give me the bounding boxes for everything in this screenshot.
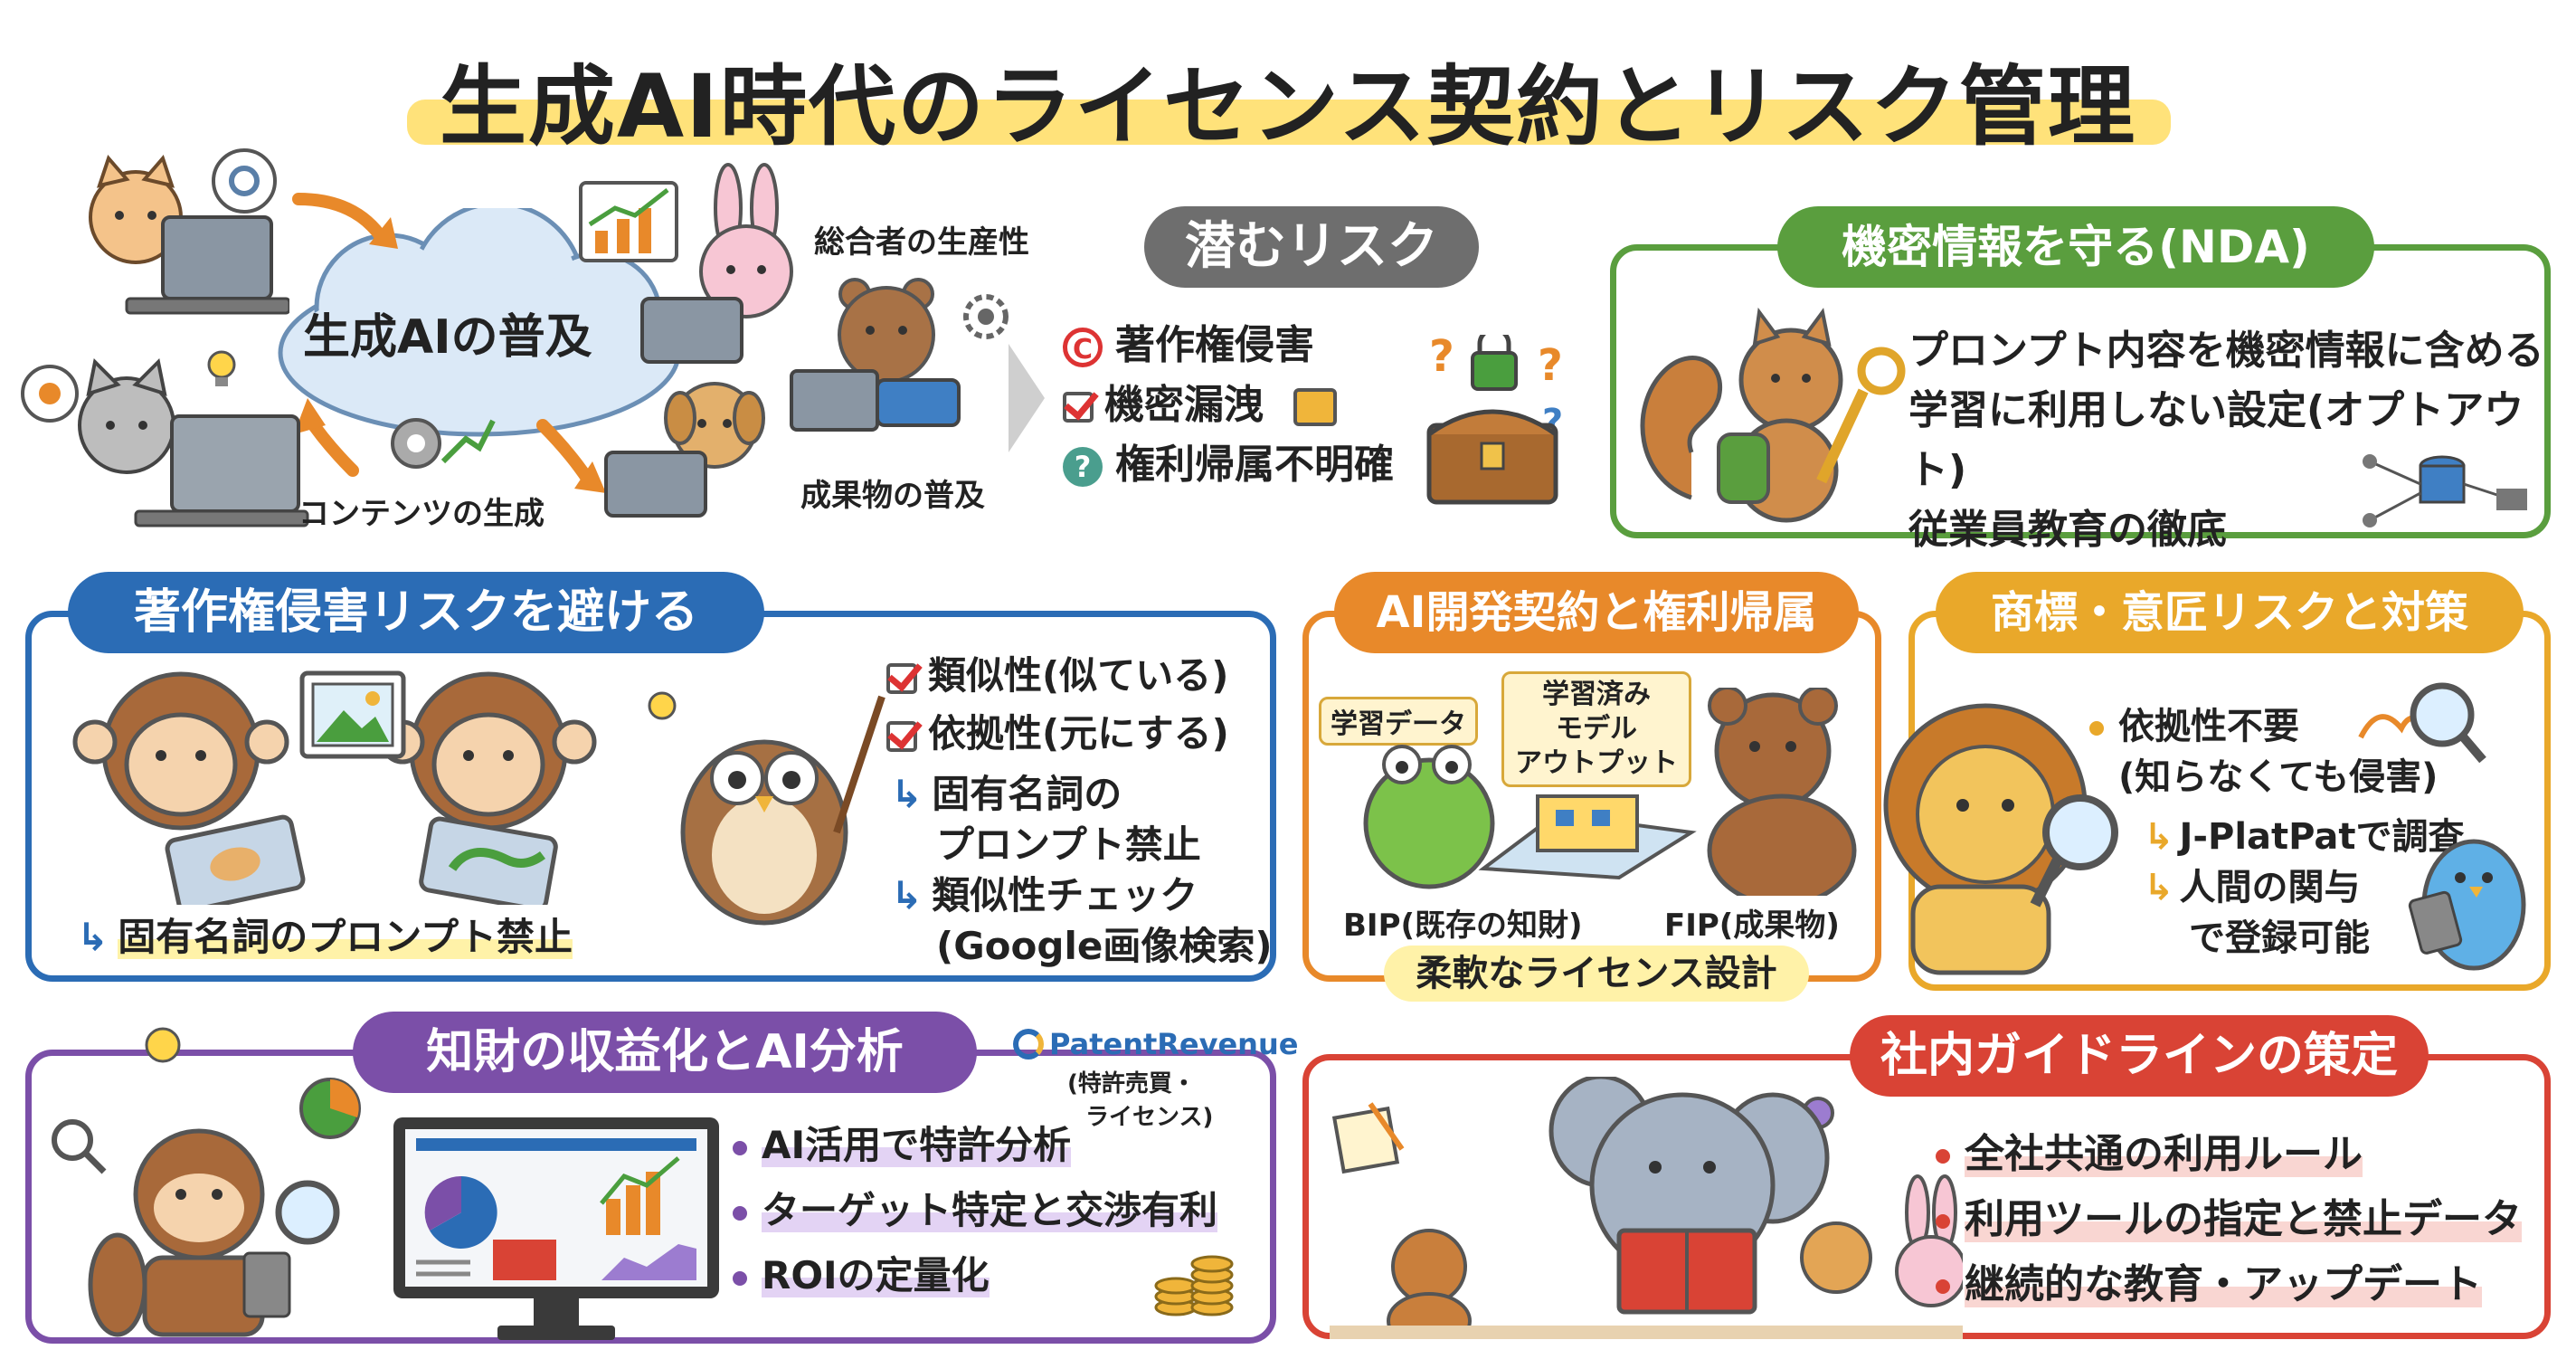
bullet: [733, 1271, 747, 1286]
bip-label: BIP(既存の知財): [1343, 900, 1583, 945]
return-arrow-icon: ↳: [891, 772, 923, 816]
risk-item: 機密漏洩: [1063, 372, 1394, 432]
risk-item: C著作権侵害: [1063, 312, 1394, 372]
nda-header: 機密情報を守る(NDA): [1777, 206, 2374, 288]
guideline-list: 全社共通の利用ルール 利用ツールの指定と禁止データ 継続的な教育・アップデート: [1936, 1122, 2522, 1317]
risk-list: C著作権侵害 機密漏洩 ?権利帰属不明確: [1063, 312, 1394, 491]
checkbox-icon: [1063, 392, 1094, 423]
risk-item: ?権利帰属不明確: [1063, 432, 1394, 491]
top-illustration: 生成AIの普及: [18, 145, 1067, 552]
nda-item: プロンプト内容を機密情報に含める: [1908, 321, 2576, 381]
ip-revenue-header: 知財の収益化とAI分析: [353, 1012, 977, 1093]
bullet: [1936, 1214, 1950, 1229]
coins-icon: [1149, 1240, 1239, 1321]
logo-icon: [1013, 1029, 1044, 1060]
return-arrow-icon: ↳: [77, 915, 109, 959]
flexible-license-label: 柔軟なライセンス設計: [1384, 946, 1809, 1002]
search-icon: [2352, 674, 2487, 783]
copyright-header: 著作権侵害リスクを避ける: [68, 572, 764, 653]
svg-text:?: ?: [1429, 335, 1454, 382]
svg-text:?: ?: [1538, 340, 1563, 391]
dashboard-monitor-illustration: [389, 1113, 724, 1348]
padlock-icon: [1293, 388, 1337, 426]
question-icon: ?: [1063, 447, 1103, 487]
ai-contract-header: AI開発契約と権利帰属: [1334, 572, 1859, 653]
trademark-header: 商標・意匠リスクと対策: [1936, 572, 2524, 653]
check-item: 類似性(似ている): [886, 647, 1229, 705]
gear-small-icon: [959, 290, 1013, 344]
owl-teacher-illustration: [642, 679, 886, 932]
squirrel-key-illustration: [1628, 299, 1918, 525]
bear-laptop-illustration: [787, 271, 968, 434]
bullet: [2089, 721, 2104, 736]
bullet: [1936, 1279, 1950, 1294]
contents-label: コンテンツの生成: [298, 489, 545, 533]
ip-revenue-list: AI活用で特許分析 ターゲット特定と交渉有利 ROIの定量化: [733, 1113, 1217, 1308]
frog-bear-building-illustration: [1348, 688, 1872, 896]
copyright-bottom-note: ↳固有名詞のプロンプト禁止: [77, 907, 573, 962]
cat-computer-illustration: [45, 353, 317, 552]
database-network-icon: [2352, 443, 2533, 534]
bullet: [1936, 1149, 1950, 1164]
checkbox-icon: [886, 663, 917, 694]
bird-tablet-illustration: [2397, 814, 2533, 986]
fip-label: FIP(成果物): [1664, 900, 1840, 945]
bullet: [733, 1141, 747, 1155]
gear-bubble-icon: [18, 362, 81, 425]
treasure-chest-icon: ? ? ?: [1411, 335, 1574, 516]
check-item: 依拠性(元にする): [886, 705, 1229, 763]
risk-header: 潜むリスク: [1144, 206, 1479, 288]
page-title: 生成AI時代のライセンス契約とリスク管理: [0, 36, 2576, 162]
gears-icon: [380, 407, 497, 480]
return-arrow-icon: ↳: [891, 873, 923, 917]
copyright-checks: 類似性(似ている) 依拠性(元にする): [886, 647, 1229, 763]
copyright-subitems: ↳固有名詞の プロンプト禁止 ↳類似性チェック (Google画像検索): [891, 769, 1273, 972]
raccoon-analysis-illustration: [36, 1022, 380, 1339]
idea-bulb-icon: [204, 348, 240, 394]
bullet: [733, 1206, 747, 1221]
checkbox-icon: [886, 721, 917, 752]
results-label: 成果物の普及: [800, 470, 985, 515]
dog-laptop-illustration: [597, 371, 778, 525]
productivity-label: 総合者の生産性: [814, 217, 1029, 261]
picture-frame-icon: [298, 670, 407, 760]
chevron-right-icon: [1009, 344, 1045, 452]
copyright-icon: C: [1063, 328, 1103, 367]
elephant-reading-illustration: [1330, 1077, 1963, 1339]
